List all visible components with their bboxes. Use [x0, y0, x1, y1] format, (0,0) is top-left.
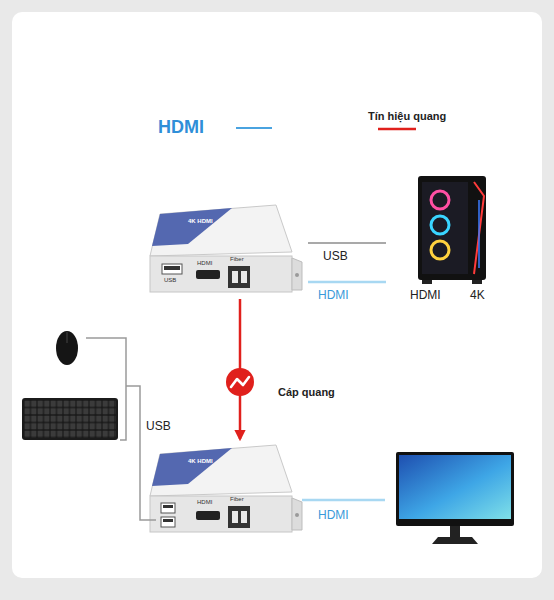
pc-rgb-strip: [474, 182, 484, 274]
node-text: USB: [164, 277, 176, 284]
legend-line: [236, 127, 272, 129]
connector-label: Cáp quang: [278, 386, 335, 399]
fiber-port: [228, 506, 250, 528]
pc-tower: HDMI 4K: [390, 165, 508, 307]
mouse: [56, 331, 78, 365]
hdmi-port: [196, 270, 220, 279]
device-blue-band: [152, 448, 232, 486]
connector-label: USB: [323, 250, 348, 264]
pc-foot: [472, 280, 482, 284]
device-flange: [292, 258, 302, 290]
monitor-screen: [399, 455, 511, 519]
node-text: HDMI: [197, 260, 212, 267]
node-text: HDMI: [197, 499, 212, 506]
flange-hole: [295, 273, 299, 277]
node-text: 4K HDMI: [188, 218, 213, 225]
usb-port: [161, 517, 175, 527]
connector-label: HDMI: [318, 289, 349, 303]
usb-port: [162, 264, 182, 274]
device-flange: [292, 498, 302, 530]
port-label: USB: [146, 420, 171, 434]
monitor-neck: [450, 526, 460, 538]
fiber-port-inner: [232, 271, 238, 283]
usb-bracket: [86, 338, 126, 440]
port-label: HDMI: [318, 509, 349, 523]
fiber-icon-zigzag: [231, 377, 249, 387]
pc-fan: [431, 216, 449, 234]
legend-text: Tín hiệu quang: [368, 110, 446, 123]
pc-rgb-strip: [478, 200, 480, 268]
signal-connector: [308, 281, 386, 284]
device-front-face: [150, 496, 292, 532]
monitor-base: [432, 537, 478, 544]
hdmi-port: [196, 511, 220, 520]
usb-bracket: [126, 386, 156, 520]
pc-foot: [422, 280, 432, 284]
extender-unit: 4K HDMI HDMI Fiber: [148, 443, 304, 535]
usb-port-inner: [163, 505, 173, 508]
device-top-face: [150, 205, 292, 256]
node-text: Fiber: [230, 496, 244, 503]
fiber-icon: [226, 368, 254, 396]
fiber-port-inner: [241, 511, 247, 523]
flange-hole: [295, 513, 299, 517]
usb-port-inner: [163, 519, 173, 522]
pc-case: [418, 176, 486, 280]
hdmi-cable: [302, 499, 385, 502]
fiber-port: [228, 266, 250, 288]
usb-port: [161, 503, 175, 513]
node-text: HDMI: [410, 289, 441, 303]
monitor-bezel: [396, 452, 514, 526]
node-text: 4K HDMI: [188, 458, 213, 465]
usb-port-inner: [164, 266, 180, 270]
legend-text: HDMI: [158, 117, 204, 138]
device-top-face: [150, 445, 292, 496]
pc-glass: [422, 182, 468, 274]
keyboard-keys: [24, 400, 116, 438]
extender-unit: 4K HDMI USB HDMI Fiber: [148, 203, 304, 295]
fiber-port-inner: [241, 271, 247, 283]
device-front-face: [150, 256, 292, 292]
pc-fan: [431, 191, 449, 209]
device-blue-band: [152, 208, 232, 246]
pc-fan: [431, 241, 449, 259]
node-text: 4K: [470, 289, 485, 303]
signal-connector: [308, 242, 386, 244]
mouse-button-split: [67, 332, 68, 343]
fiber-port-inner: [232, 511, 238, 523]
keyboard: [22, 398, 118, 440]
node-text: Fiber: [230, 256, 244, 263]
legend-line: [378, 128, 416, 131]
